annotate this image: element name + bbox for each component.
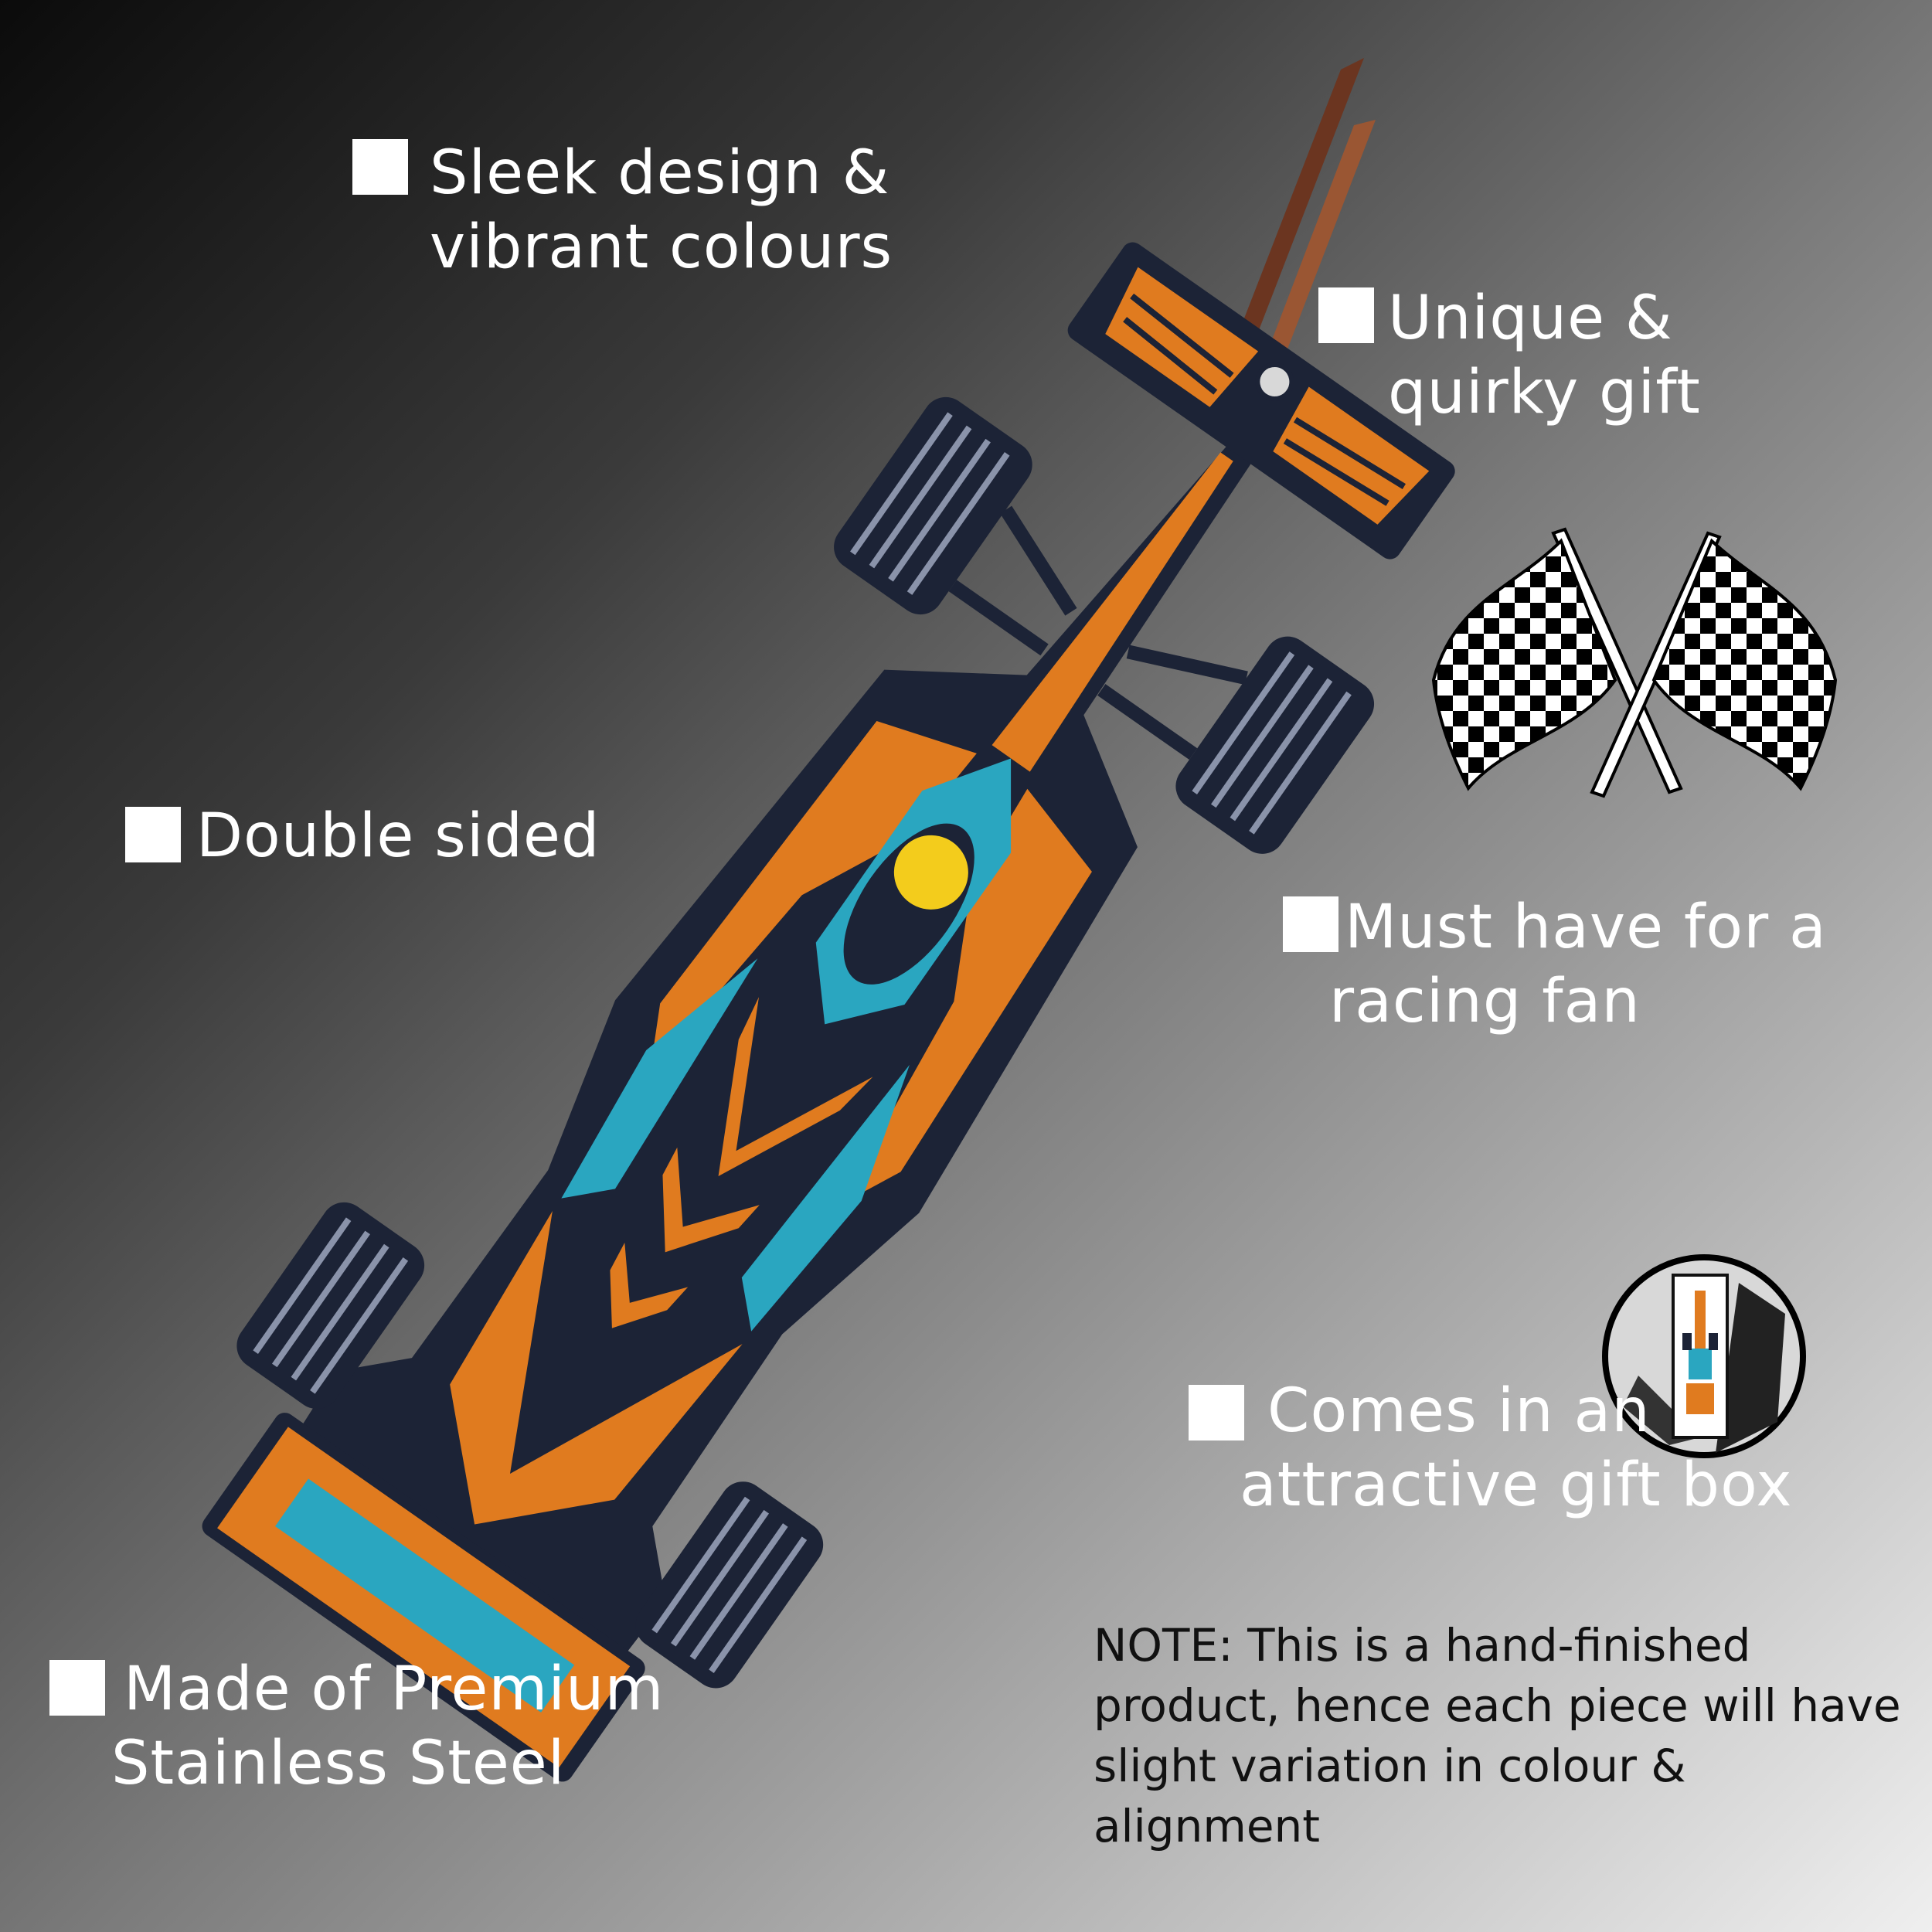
feature-gift-box: Comes in an attractive gift box <box>1189 1374 1793 1522</box>
feature-text-line: attractive gift box <box>1240 1451 1793 1520</box>
front-left-tire <box>236 1202 425 1410</box>
feature-text-line: Double sided <box>196 801 600 871</box>
feature-text-line: Unique & <box>1388 284 1673 353</box>
feature-text-line: Sleek design & <box>430 138 890 208</box>
feature-text-line: Comes in an <box>1267 1376 1651 1446</box>
hang-hole <box>1255 362 1294 401</box>
feature-text-line: vibrant colours <box>430 213 893 282</box>
feature-text-line: Made of Premium <box>124 1655 665 1724</box>
bullet-square <box>1283 896 1338 952</box>
feature-text-line: quirky gift <box>1388 358 1701 427</box>
feature-sleek-design: Sleek design & vibrant colours <box>352 136 893 284</box>
bullet-square <box>49 1660 105 1716</box>
feature-text-line: Must have for a <box>1345 893 1827 962</box>
driver-helmet <box>893 835 968 910</box>
bullet-square <box>1318 287 1374 343</box>
feature-racing-fan: Must have for a racing fan <box>1283 890 1827 1039</box>
feature-stainless-steel: Made of Premium Stainless Steel <box>49 1652 665 1801</box>
rear-left-tire <box>834 396 1032 615</box>
gift-box-icon <box>1602 1254 1806 1458</box>
race-car-bookmark <box>202 242 1455 1782</box>
feature-text-line: Stainless Steel <box>111 1729 566 1798</box>
hand-finished-note: NOTE: This is a hand-finished product, h… <box>1094 1619 1901 1852</box>
rear-right-tire <box>1175 636 1375 854</box>
front-right-tire <box>635 1481 824 1689</box>
checkered-flags-icon <box>1431 527 1838 798</box>
bullet-square <box>1189 1385 1244 1440</box>
feature-unique-gift: Unique & quirky gift <box>1318 281 1701 430</box>
bullet-square <box>125 807 181 862</box>
bullet-square <box>352 139 408 195</box>
feature-double-sided: Double sided <box>125 799 600 873</box>
feature-text-line: racing fan <box>1329 967 1641 1036</box>
